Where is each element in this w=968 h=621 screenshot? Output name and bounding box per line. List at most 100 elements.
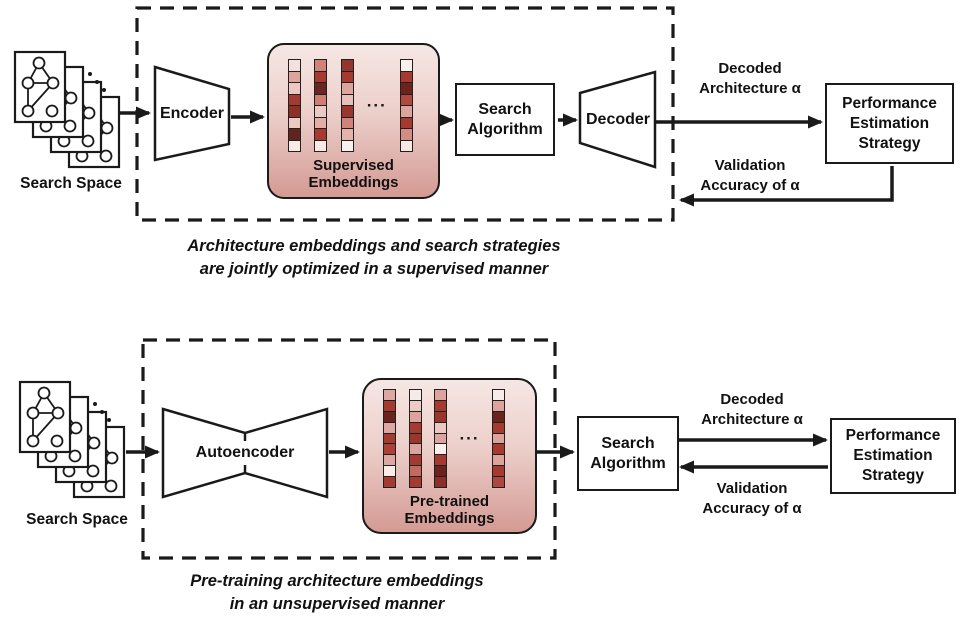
embedding-cell <box>384 422 395 434</box>
embedding-cell <box>315 117 327 129</box>
embedding-cell <box>341 106 353 118</box>
embedding-vector <box>399 59 413 152</box>
embedding-cell <box>409 455 421 467</box>
ellipsis-dots: ··· <box>459 428 480 448</box>
embedding-cell <box>289 117 300 129</box>
embedding-cell <box>315 106 327 118</box>
embedding-cell <box>492 466 504 478</box>
embedding-cell <box>400 60 412 72</box>
embedding-cell <box>315 71 327 83</box>
search-algorithm-box-top: Search Algorithm <box>455 83 555 156</box>
decoded-architecture-label-bottom: Decoded Architecture α <box>701 391 803 428</box>
pretrained-embeddings-title-line2: Embeddings <box>404 510 495 527</box>
embedding-cell <box>315 94 327 106</box>
search-algorithm-line1: Search <box>478 100 532 118</box>
embedding-vector <box>491 389 505 488</box>
embedding-vector <box>288 59 301 152</box>
embedding-cell <box>435 422 446 434</box>
embedding-cell <box>409 444 421 456</box>
embedding-cell <box>400 140 412 151</box>
supervised-caption: Architecture embeddings and search strat… <box>187 237 561 278</box>
embedding-cell <box>409 422 421 434</box>
embedding-cell <box>341 117 353 129</box>
embedding-cell <box>400 71 412 83</box>
embedding-cell <box>384 400 395 412</box>
embedding-vector <box>383 389 396 488</box>
decoded-architecture-label-top: Decoded Architecture α <box>699 60 801 97</box>
embedding-cell <box>384 455 395 467</box>
embedding-cell <box>384 433 395 445</box>
embedding-cell <box>435 466 446 478</box>
supervised-embeddings-title-line1: Supervised <box>313 157 394 174</box>
autoencoder-label: Autoencoder <box>195 444 295 461</box>
decoder-label: Decoder <box>585 111 651 128</box>
embedding-cell <box>492 455 504 467</box>
search-algorithm-box-bottom: Search Algorithm <box>577 416 679 491</box>
embedding-cell <box>435 390 446 401</box>
embedding-cell <box>289 106 300 118</box>
unsupervised-caption: Pre-training architecture embeddings in … <box>190 572 484 613</box>
embedding-cell <box>384 477 395 488</box>
arrow-validation-return-top <box>679 166 894 207</box>
embedding-vector <box>408 389 422 488</box>
performance-line1: Performance <box>842 94 937 112</box>
embedding-cell <box>315 60 327 72</box>
supervised-embeddings-title-line2: Embeddings <box>308 174 399 191</box>
encoder-trapezoid <box>153 65 231 162</box>
embedding-cell <box>492 400 504 412</box>
embedding-vector <box>314 59 328 152</box>
embedding-cell <box>400 106 412 118</box>
embedding-cell <box>492 477 504 488</box>
search-space-label-bottom: Search Space <box>26 511 128 528</box>
embedding-cell <box>435 455 446 467</box>
embedding-cell <box>315 83 327 95</box>
performance-line3: Strategy <box>858 134 921 152</box>
performance-line2: Estimation <box>849 114 930 132</box>
embedding-cell <box>435 411 446 423</box>
embedding-cell <box>492 390 504 401</box>
embedding-cell <box>384 390 395 401</box>
embedding-cell <box>341 60 353 72</box>
embedding-matrix: ··· <box>383 389 505 488</box>
performance-line1: Performance <box>845 427 941 444</box>
embedding-matrix: ··· <box>288 59 413 152</box>
performance-line2: Estimation <box>853 447 933 464</box>
validation-accuracy-label-top: Validation Accuracy of α <box>700 157 800 194</box>
embedding-cell <box>409 433 421 445</box>
embedding-cell <box>341 94 353 106</box>
embedding-cell <box>492 422 504 434</box>
embedding-cell <box>409 400 421 412</box>
embedding-vector <box>340 59 354 152</box>
embedding-cell <box>289 71 300 83</box>
embedding-cell <box>400 83 412 95</box>
embedding-vector <box>434 389 447 488</box>
embedding-cell <box>492 411 504 423</box>
embedding-cell <box>492 433 504 445</box>
embedding-cell <box>409 477 421 488</box>
embedding-cell <box>341 83 353 95</box>
search-algorithm-line2: Algorithm <box>467 120 543 138</box>
embedding-cell <box>384 411 395 423</box>
stack-ellipsis-dots <box>93 402 111 422</box>
embedding-cell <box>289 60 300 72</box>
embedding-cell <box>435 477 446 488</box>
search-space-stack-bottom <box>18 380 126 499</box>
embedding-cell <box>289 83 300 95</box>
stack-ellipsis-dots <box>88 72 106 92</box>
supervised-embeddings-box: ··· Supervised Embeddings <box>267 43 440 199</box>
embedding-cell <box>341 71 353 83</box>
embedding-cell <box>289 129 300 141</box>
embedding-cell <box>409 466 421 478</box>
search-algorithm-line2: Algorithm <box>590 454 666 472</box>
search-space-stack-top <box>13 50 121 169</box>
encoder-label: Encoder <box>159 105 224 122</box>
embedding-cell <box>289 140 300 151</box>
performance-line3: Strategy <box>861 467 925 484</box>
embedding-cell <box>315 140 327 151</box>
pretrained-embeddings-title-line1: Pre-trained <box>409 493 490 510</box>
ellipsis-dots: ··· <box>366 95 387 115</box>
embedding-cell <box>435 400 446 412</box>
embedding-cell <box>341 129 353 141</box>
